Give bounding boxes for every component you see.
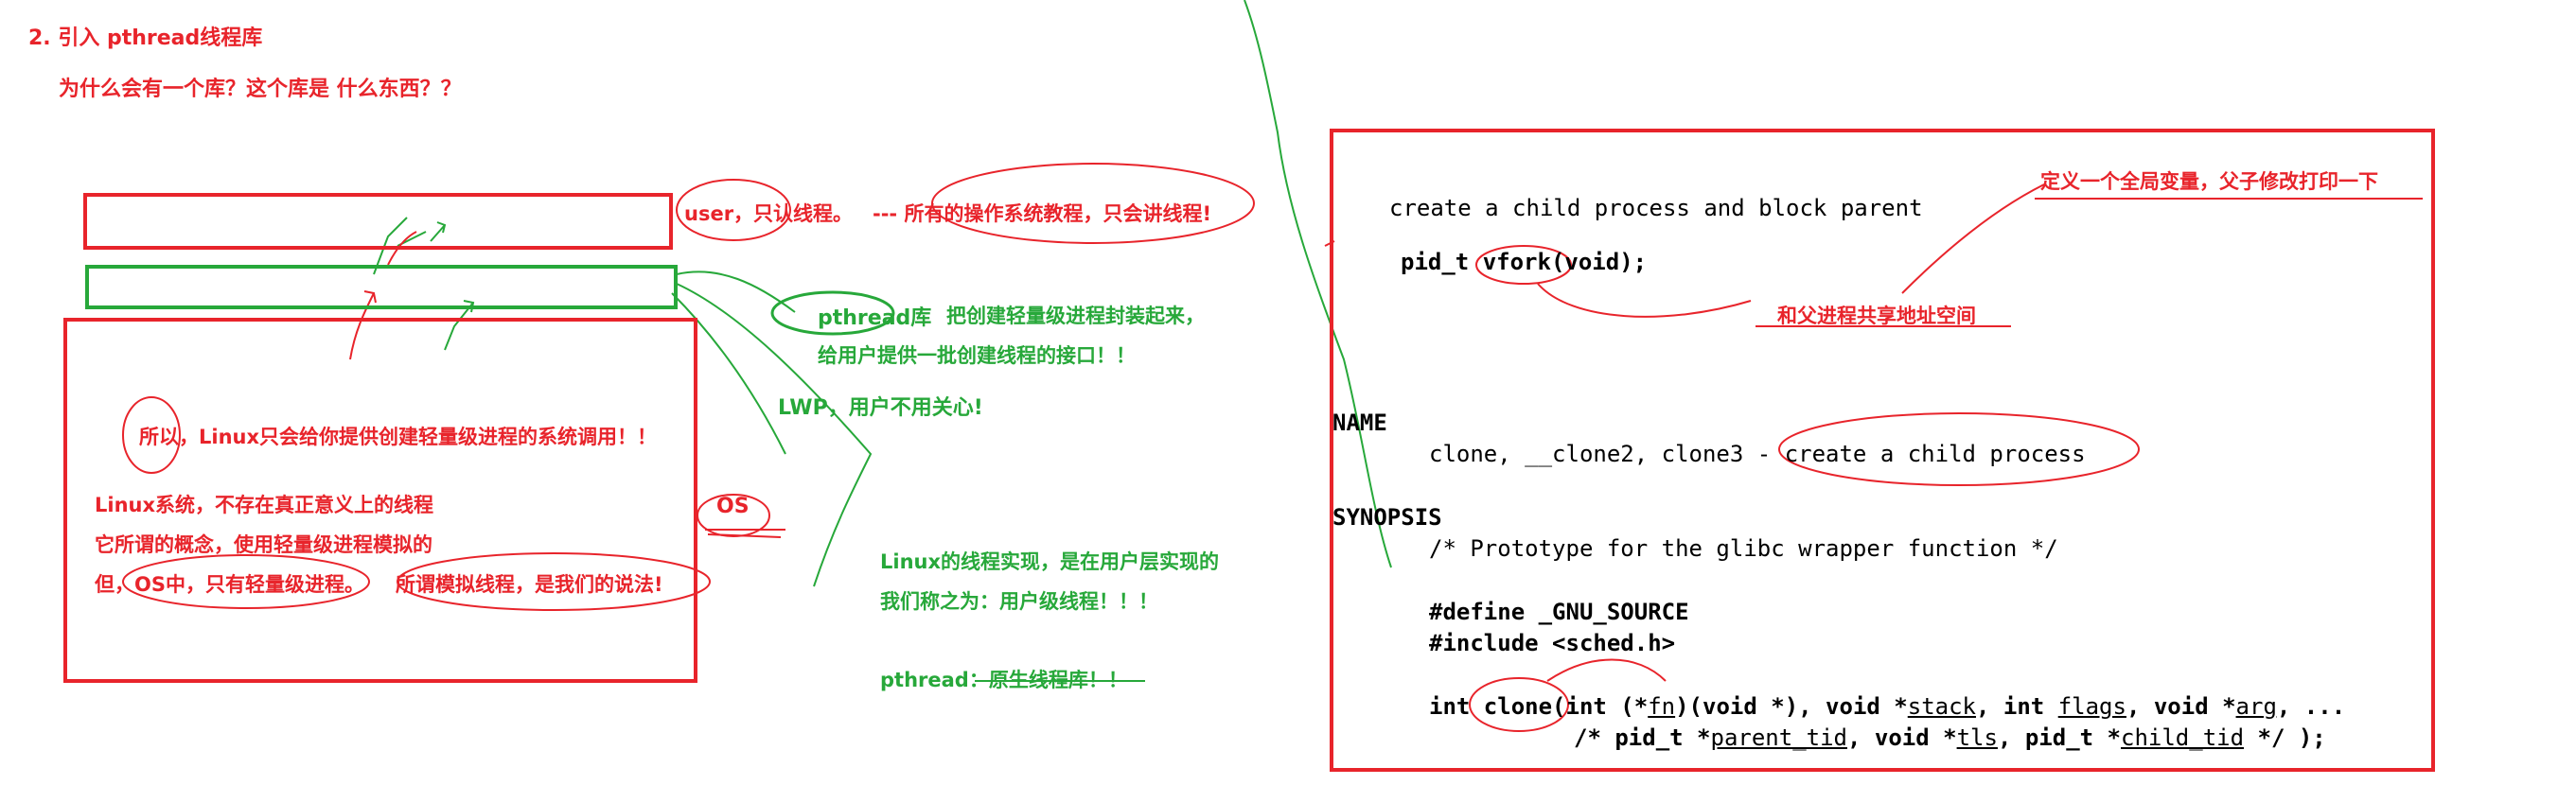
man-page-box [1330,129,2435,772]
clone-desc-circle [1778,412,2140,486]
include-line: #include <sched.h> [1429,630,1676,656]
clone-circle [1469,677,1569,732]
kernel-line3: 它所谓的概念，使用轻量级进程模拟的 [95,533,432,556]
up-arrow-red-2 [387,231,417,266]
user-note: user，只认线程。 [684,202,854,225]
lib-to-user-curve [676,270,796,313]
green-line-lwp [671,292,786,455]
clone-prototype-cont: /* pid_t *parent_tid, void *tls, pid_t *… [1574,724,2326,751]
pthread-circle [770,290,895,336]
textbook-circle [931,163,1255,244]
kernel-lwp-circle [122,554,370,609]
shared-addr-note: 和父进程共享地址空间 [1777,305,1976,327]
pthread-lib-line1: 把创建轻量级进程封装起来， [946,305,1205,327]
user-thread-line2: 我们称之为：用户级线程！！！ [880,590,1158,613]
kernel-line2: Linux系统，不存在真正意义上的线程 [95,494,434,516]
clone-prototype: int clone(int (*fn)(void *), void *stack… [1429,693,2346,720]
user-box [83,193,673,250]
kernel-box [63,318,697,683]
section-heading: 2. 引入 pthread线程库 [28,26,263,50]
vfork-signature: pid_t vfork(void); [1401,249,1648,275]
divider-stroke [1244,0,1392,568]
synopsis-comment: /* Prototype for the glibc wrapper funct… [1429,535,2058,562]
user-thread-line1: Linux的线程实现，是在用户层实现的 [880,550,1220,573]
user-circle [676,179,791,241]
lwp-note: LWP，用户不用关心! [778,396,983,420]
up-arrow-1 [373,217,408,275]
os-label: OS [716,495,750,518]
vfork-to-shared [1537,283,1752,318]
clone-to-stack [1546,658,1667,682]
kernel-line1-curl [122,396,181,474]
define-line: #define _GNU_SOURCE [1429,599,1689,625]
kernel-sim-circle [397,552,711,611]
desc-to-global [1901,183,2045,294]
up-arrow-red-1 [349,290,377,360]
synopsis-header: SYNOPSIS [1332,504,1442,531]
vfork-circle [1475,245,1572,285]
kernel-line4a: 但，OS中，只有轻量级进程。 [95,573,364,596]
user-thread-line3: pthread：原生线程库！！ [880,669,1128,691]
pthread-lib-line2: 给用户提供一批创建线程的接口！！ [818,344,1136,367]
name-line: clone, __clone2, clone3 - create a child… [1429,441,2086,467]
question-text: 为什么会有一个库？这个库是 什么东西？？ [59,78,462,101]
os-underline [705,529,785,538]
up-arrow-3 [430,221,447,242]
kernel-line1: 所以，Linux只会给你提供创建轻量级进程的系统调用！！ [139,426,658,448]
lib-to-os-curve [676,283,873,587]
global-var-note: 定义一个全局变量，父子修改打印一下 [2040,170,2378,193]
name-header: NAME [1332,410,1387,436]
textbook-note: --- 所有的操作系统教程，只会讲线程! [873,202,1212,225]
vfork-description: create a child process and block parent [1389,195,1923,221]
kernel-line4b: 所谓模拟线程，是我们的说法! [396,573,663,596]
pthread-lib-label: pthread库 [818,306,932,330]
library-box [85,265,678,309]
